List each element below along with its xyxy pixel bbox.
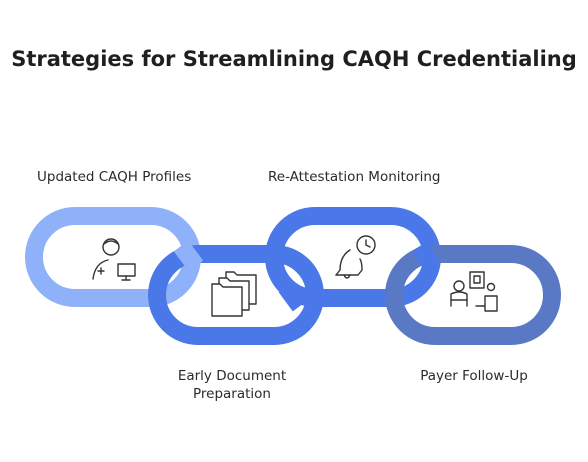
chain-link-4	[385, 245, 561, 345]
folders-icon	[211, 271, 257, 317]
label-payer-follow-up: Payer Follow-Up	[420, 368, 528, 384]
person-at-desk-icon	[450, 271, 498, 312]
interlock-patch	[412, 241, 440, 271]
label-line: Early Document	[177, 368, 287, 384]
user-computer-icon	[92, 238, 136, 281]
chain-link-2	[148, 245, 324, 345]
diagram-title: Strategies for Streamlining CAQH Credent…	[11, 47, 577, 71]
interlock-patch	[278, 281, 308, 312]
interlock-patch	[173, 240, 204, 272]
label-updated-caqh-profiles: Updated CAQH Profiles	[37, 169, 192, 185]
bell-clock-icon	[335, 235, 376, 279]
label-line: Preparation	[193, 386, 271, 402]
label-re-attestation-monitoring: Re-Attestation Monitoring	[268, 169, 441, 185]
label-early-document-preparation: Early Document Preparation	[150, 367, 314, 403]
